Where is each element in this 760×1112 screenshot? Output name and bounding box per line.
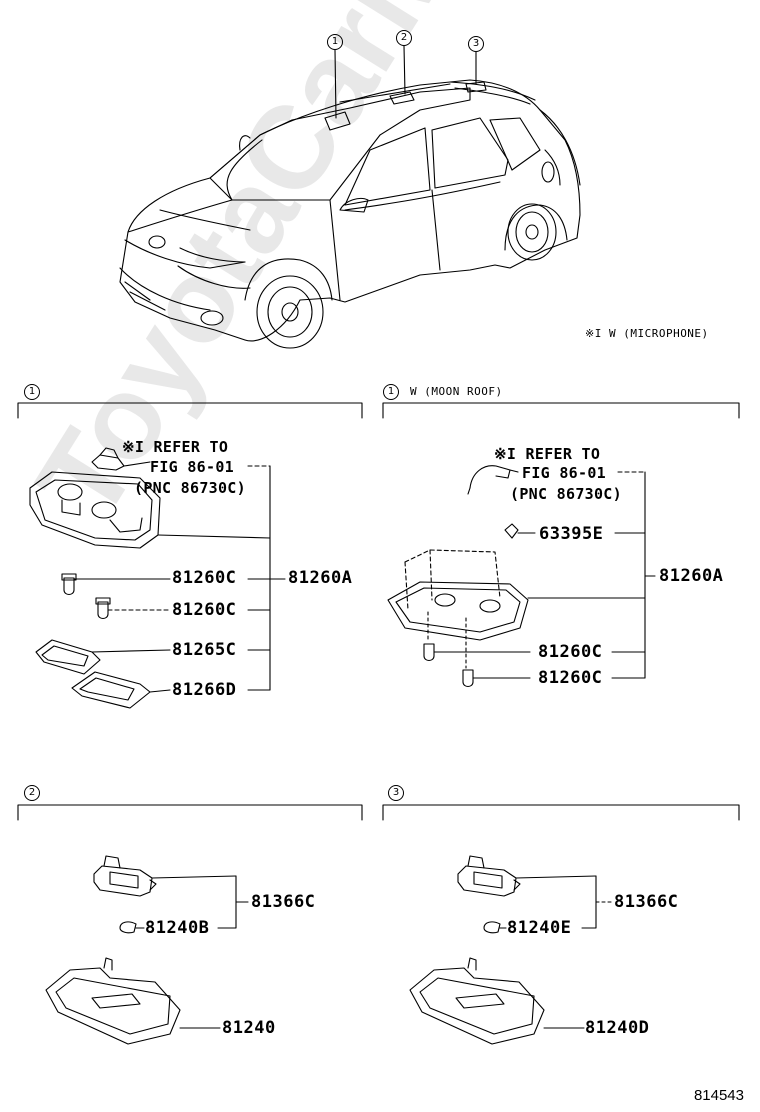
refer-right-line1: ※I REFER TO bbox=[494, 445, 601, 463]
part-81260a-left: 81260A bbox=[288, 568, 353, 588]
refer-left-line3: (PNC 86730C) bbox=[134, 479, 246, 497]
section-1b-frame bbox=[382, 402, 740, 419]
refer-left-line2: FIG 86-01 bbox=[150, 458, 234, 476]
section-1-marker: 1 bbox=[24, 384, 40, 400]
callout-2: 2 bbox=[396, 30, 412, 46]
part-81240e: 81240E bbox=[507, 918, 572, 938]
part-81260c-4: 81260C bbox=[538, 668, 603, 688]
section-1b-parts bbox=[387, 465, 656, 688]
part-81260c-3: 81260C bbox=[538, 642, 603, 662]
refer-right-line2: FIG 86-01 bbox=[522, 464, 606, 482]
part-81266d: 81266D bbox=[172, 680, 237, 700]
part-81260c-2: 81260C bbox=[172, 600, 237, 620]
part-63395e: 63395E bbox=[539, 524, 604, 544]
section-1-parts bbox=[29, 447, 286, 709]
part-81240: 81240 bbox=[222, 1018, 276, 1038]
diagram-code: 814543 bbox=[693, 1087, 744, 1104]
section-2-parts bbox=[45, 855, 249, 1045]
section-2-marker: 2 bbox=[24, 785, 40, 801]
refer-right-line3: (PNC 86730C) bbox=[510, 485, 622, 503]
section-3-frame bbox=[382, 804, 740, 821]
car-illustration bbox=[119, 45, 581, 349]
refer-left-line1: ※I REFER TO bbox=[122, 438, 229, 456]
part-81265c: 81265C bbox=[172, 640, 237, 660]
part-81366c-right: 81366C bbox=[614, 892, 679, 912]
part-81260a-right: 81260A bbox=[659, 566, 724, 586]
section-1-frame bbox=[17, 402, 363, 419]
part-81240d: 81240D bbox=[585, 1018, 650, 1038]
part-81366c-left: 81366C bbox=[251, 892, 316, 912]
part-81240b: 81240B bbox=[145, 918, 210, 938]
section-3-parts bbox=[409, 855, 613, 1045]
part-81260c-1: 81260C bbox=[172, 568, 237, 588]
car-note: ※I W (MICROPHONE) bbox=[585, 327, 709, 340]
section-2-frame bbox=[17, 804, 363, 821]
callout-3: 3 bbox=[468, 36, 484, 52]
section-1b-marker: 1 bbox=[383, 384, 399, 400]
section-3-marker: 3 bbox=[388, 785, 404, 801]
section-1b-title: W (MOON ROOF) bbox=[410, 385, 503, 398]
callout-1: 1 bbox=[327, 34, 343, 50]
